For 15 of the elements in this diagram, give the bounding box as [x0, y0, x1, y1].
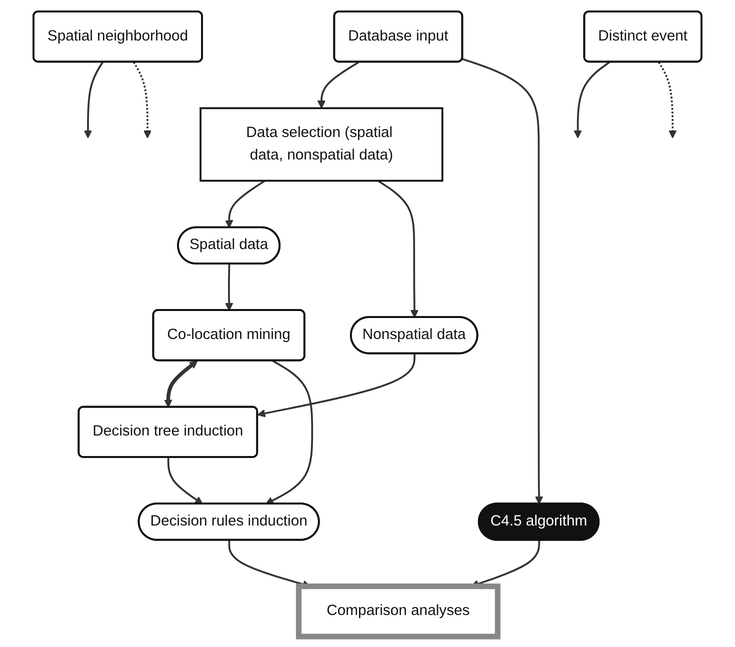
arrow: [167, 456, 203, 504]
arrow: [462, 58, 544, 504]
arrow: [132, 61, 152, 138]
arrow: [225, 179, 266, 228]
arrow: [164, 360, 198, 408]
arrow: [658, 61, 677, 138]
arrow: [257, 353, 416, 417]
arrow: [377, 179, 419, 318]
arrow: [225, 263, 234, 310]
arrow: [265, 359, 314, 504]
node-box: Comparison analyses: [296, 583, 500, 639]
node-box: Data selection (spatial data, nonspatial data): [200, 106, 444, 182]
arrow: [84, 61, 104, 138]
arrow: [317, 60, 360, 108]
arrow: [574, 60, 610, 138]
